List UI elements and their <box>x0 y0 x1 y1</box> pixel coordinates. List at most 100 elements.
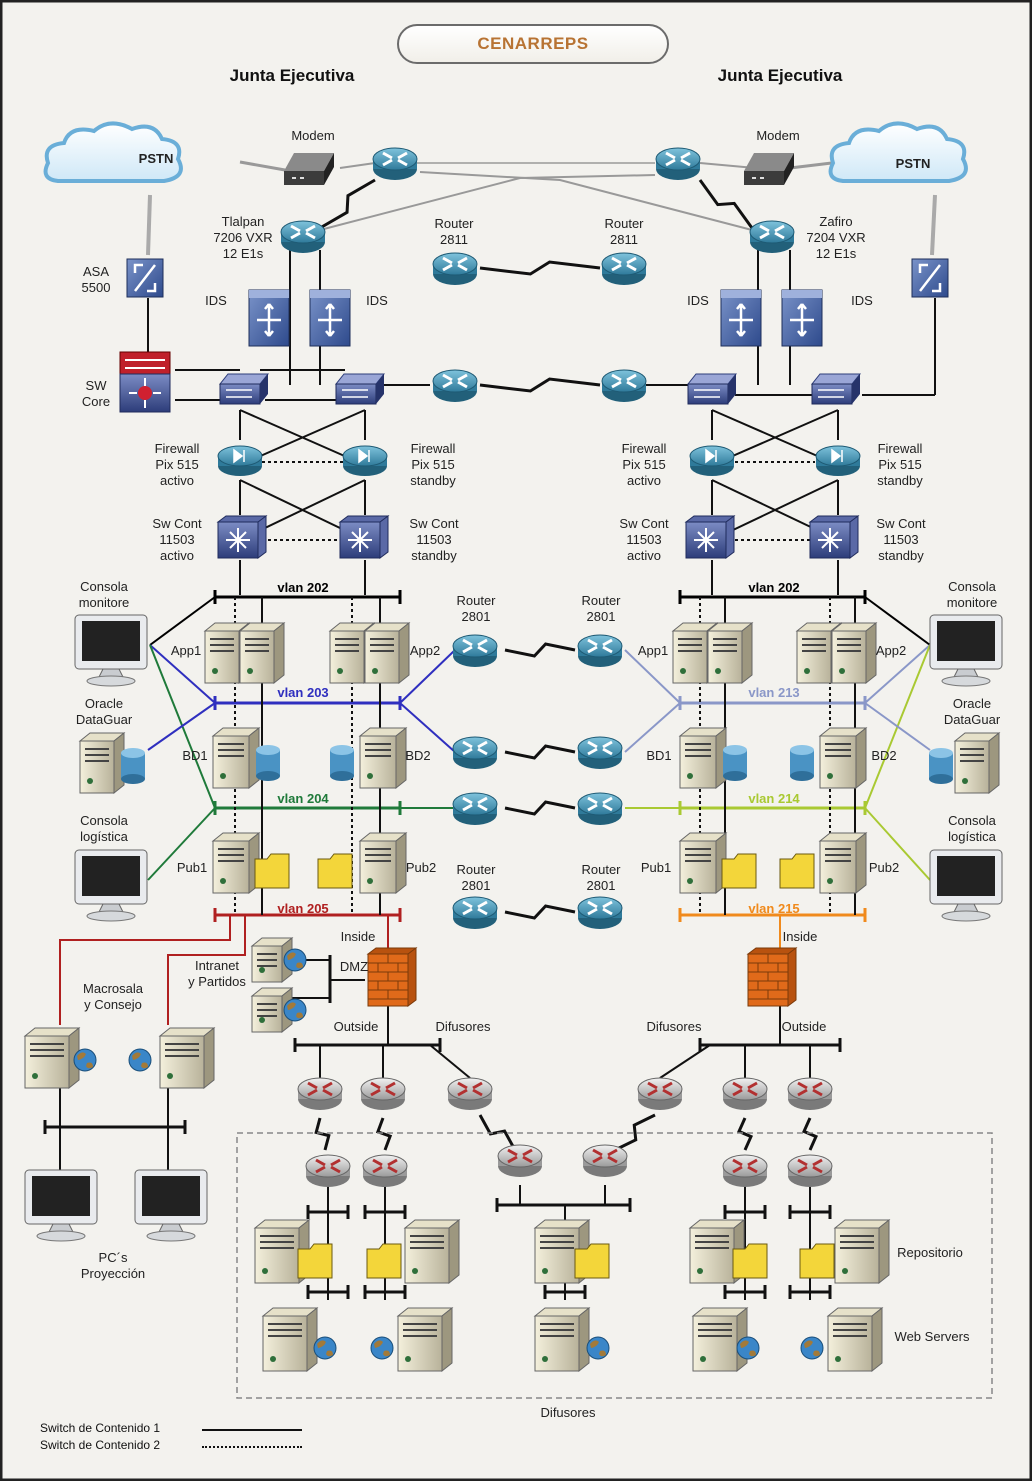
router-2801-b-right-icon <box>577 736 623 769</box>
server-side <box>855 831 867 895</box>
fw-left-standby-line-2-label: Pix 515 <box>411 457 455 472</box>
sw-right-active-line-2-label: 11503 <box>626 532 662 547</box>
router-2801-d-left-icon <box>452 896 498 929</box>
globe-sphere <box>800 1336 824 1360</box>
router-top <box>722 1077 768 1101</box>
router-modem-right-icon <box>655 147 701 180</box>
fw-right-active-line-3-label: activo <box>627 473 661 488</box>
macrosala-globe-1-icon <box>73 1048 97 1072</box>
router-2801-c-left-icon <box>452 792 498 825</box>
firewall-pix-right-active-icon <box>689 445 735 476</box>
server-led <box>262 1268 268 1274</box>
fw-left-active-line-1-label: Firewall <box>154 441 200 456</box>
switch-side <box>260 374 268 404</box>
difusores-left-label: Difusores <box>435 1019 491 1034</box>
router-2801-a-left-icon <box>452 634 498 667</box>
globe-sphere <box>370 1336 394 1360</box>
router-vlan-link <box>624 702 681 753</box>
bd2-right-database-icon <box>790 745 814 781</box>
fw-left-standby-line-1-label: Firewall <box>410 441 456 456</box>
server-led <box>220 878 226 884</box>
app2-right-label: App2 <box>875 643 907 658</box>
server-slots <box>410 1235 444 1249</box>
web-server-icon-2 <box>396 1306 454 1373</box>
serial-link-lightning-icon <box>504 744 576 760</box>
macrosala-line-1-label: Macrosala <box>83 981 143 996</box>
switch-right-2-icon <box>810 373 862 405</box>
switch-arrows <box>694 389 720 398</box>
folder-shape <box>721 853 757 889</box>
router-arrows <box>759 224 785 240</box>
globe-land <box>374 1340 390 1357</box>
server-side <box>273 621 285 685</box>
diagram-title: CENARREPS <box>397 24 669 64</box>
router-arrows <box>462 900 488 916</box>
router2801-b-left-line-2-label: 2801 <box>461 878 491 893</box>
router2811-right-line-1-label: Router <box>604 216 644 231</box>
ids-arrows <box>729 303 753 337</box>
server-slots <box>840 1235 874 1249</box>
app2-left-label: App2 <box>409 643 441 658</box>
web-servers-label: Web Servers <box>894 1329 970 1344</box>
web-globe-icon-3 <box>586 1336 610 1360</box>
serial-link-lightning-icon <box>504 800 576 816</box>
core-center <box>138 386 152 400</box>
bd2-left-database-icon <box>330 745 354 781</box>
server-front <box>689 1227 735 1284</box>
repositorio-server-icon-2 <box>403 1218 461 1285</box>
console-vlan-link <box>864 807 931 881</box>
sw-left-active-line-1-label: Sw Cont <box>152 516 202 531</box>
bd1-left-database-icon <box>256 745 280 781</box>
server-slots <box>365 848 391 862</box>
server-led <box>367 773 373 779</box>
web-server-icon-5 <box>826 1306 884 1373</box>
router-arrows <box>592 1148 618 1164</box>
server-slots <box>245 638 269 652</box>
core-module-lines <box>125 359 165 369</box>
server-front <box>534 1315 580 1372</box>
legend-line-1: Switch de Contenido 1 <box>40 1421 302 1438</box>
server-side <box>395 831 407 895</box>
server-slots <box>678 638 702 652</box>
server-front <box>251 945 283 983</box>
content-switch-edge <box>684 515 736 559</box>
router-top <box>749 220 795 244</box>
repositorio-label: Repositorio <box>897 1245 963 1260</box>
content-switch-left-standby-icon <box>338 515 390 559</box>
firewall-pix-right-standby-icon <box>815 445 861 476</box>
monitor-screen <box>142 1176 200 1216</box>
app1-left-server-icon-2 <box>238 621 286 685</box>
pix-symbol <box>705 448 717 464</box>
legend: Switch de Contenido 1 Switch de Contenid… <box>40 1421 302 1455</box>
server-side <box>878 1218 890 1285</box>
server-slots <box>218 848 244 862</box>
difusores-bottom-label: Difusores <box>540 1405 596 1420</box>
consola-logistica-right-line-1-label: Consola <box>948 813 996 828</box>
server-slots <box>218 743 244 757</box>
serial-link-lightning-icon <box>504 642 576 658</box>
router-arrows <box>797 1158 823 1174</box>
server-led <box>835 1356 841 1362</box>
router-arrows <box>307 1081 333 1097</box>
pix-symbol <box>358 448 370 464</box>
fw-right-active-line-1-label: Firewall <box>621 441 667 456</box>
dmz-label: DMZ <box>339 959 369 974</box>
web-globe-icon-2 <box>370 1336 394 1360</box>
router-arrows <box>507 1148 533 1164</box>
ids-top <box>782 290 822 298</box>
difusores-right-label: Difusores <box>646 1019 702 1034</box>
bd2-right-label: BD2 <box>871 748 897 763</box>
pub1-right-label: Pub1 <box>640 860 672 875</box>
ids-2-label: IDS <box>366 293 388 308</box>
globe-sphere <box>313 1336 337 1360</box>
router-top <box>601 252 647 276</box>
router-top <box>432 369 478 393</box>
router-top <box>432 252 478 276</box>
pstn-left-label: PSTN <box>138 151 174 166</box>
content-switch-edge <box>338 515 390 559</box>
asa-line-2-label: 5500 <box>81 280 111 295</box>
server-side <box>988 731 1000 795</box>
globe-sphere <box>283 998 307 1022</box>
consola-logistica-left-icon <box>74 849 148 922</box>
router-modem-left-icon <box>372 147 418 180</box>
